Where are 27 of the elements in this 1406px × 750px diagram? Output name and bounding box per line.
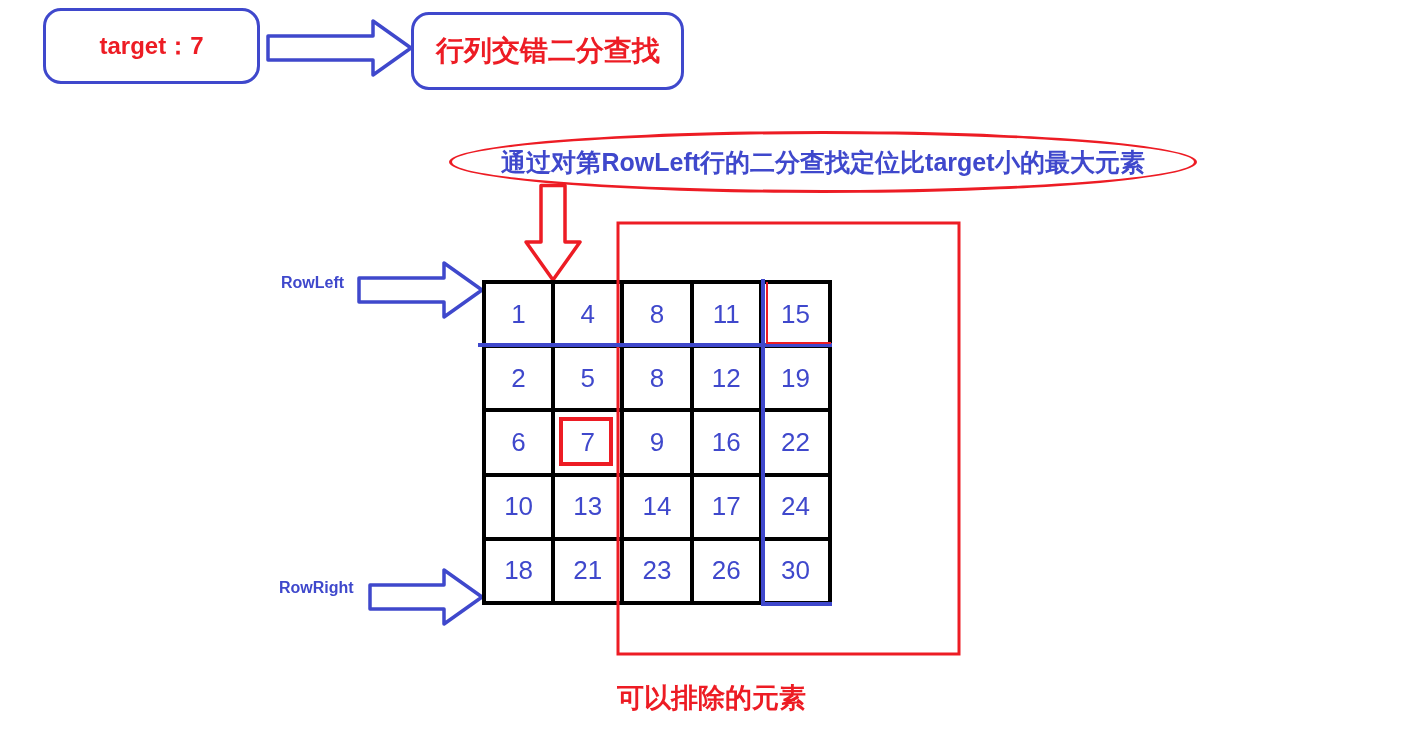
grid-cell: 26 [691,538,761,603]
grid-cell: 14 [622,474,692,539]
block-arrow [368,568,484,626]
grid-cell: 21 [553,538,623,603]
row-pointer-label: RowRight [279,579,354,597]
grid-cell: 9 [622,410,692,475]
block-arrow [357,261,484,319]
grid-cell: 5 [553,346,623,411]
rounded-box: 行列交错二分查找 [411,12,684,90]
grid-cell: 2 [484,346,554,411]
rounded-box: target：7 [43,8,260,84]
note-text: 可以排除的元素 [617,682,806,715]
grid-cell: 6 [484,410,554,475]
grid-cell: 12 [691,346,761,411]
grid-cell: 17 [691,474,761,539]
block-arrow [266,19,413,77]
row-pointer-label: RowLeft [281,274,345,292]
note-ellipse: 通过对第RowLeft行的二分查找定位比target小的最大元素 [449,131,1197,193]
grid-cell: 13 [553,474,623,539]
grid-cell: 10 [484,474,554,539]
block-arrow [524,183,582,282]
grid-cell: 8 [622,346,692,411]
grid-cell: 7 [553,410,623,475]
grid-cell: 23 [622,538,692,603]
number-grid [482,280,832,605]
grid-cell: 18 [484,538,554,603]
grid-cell: 16 [691,410,761,475]
